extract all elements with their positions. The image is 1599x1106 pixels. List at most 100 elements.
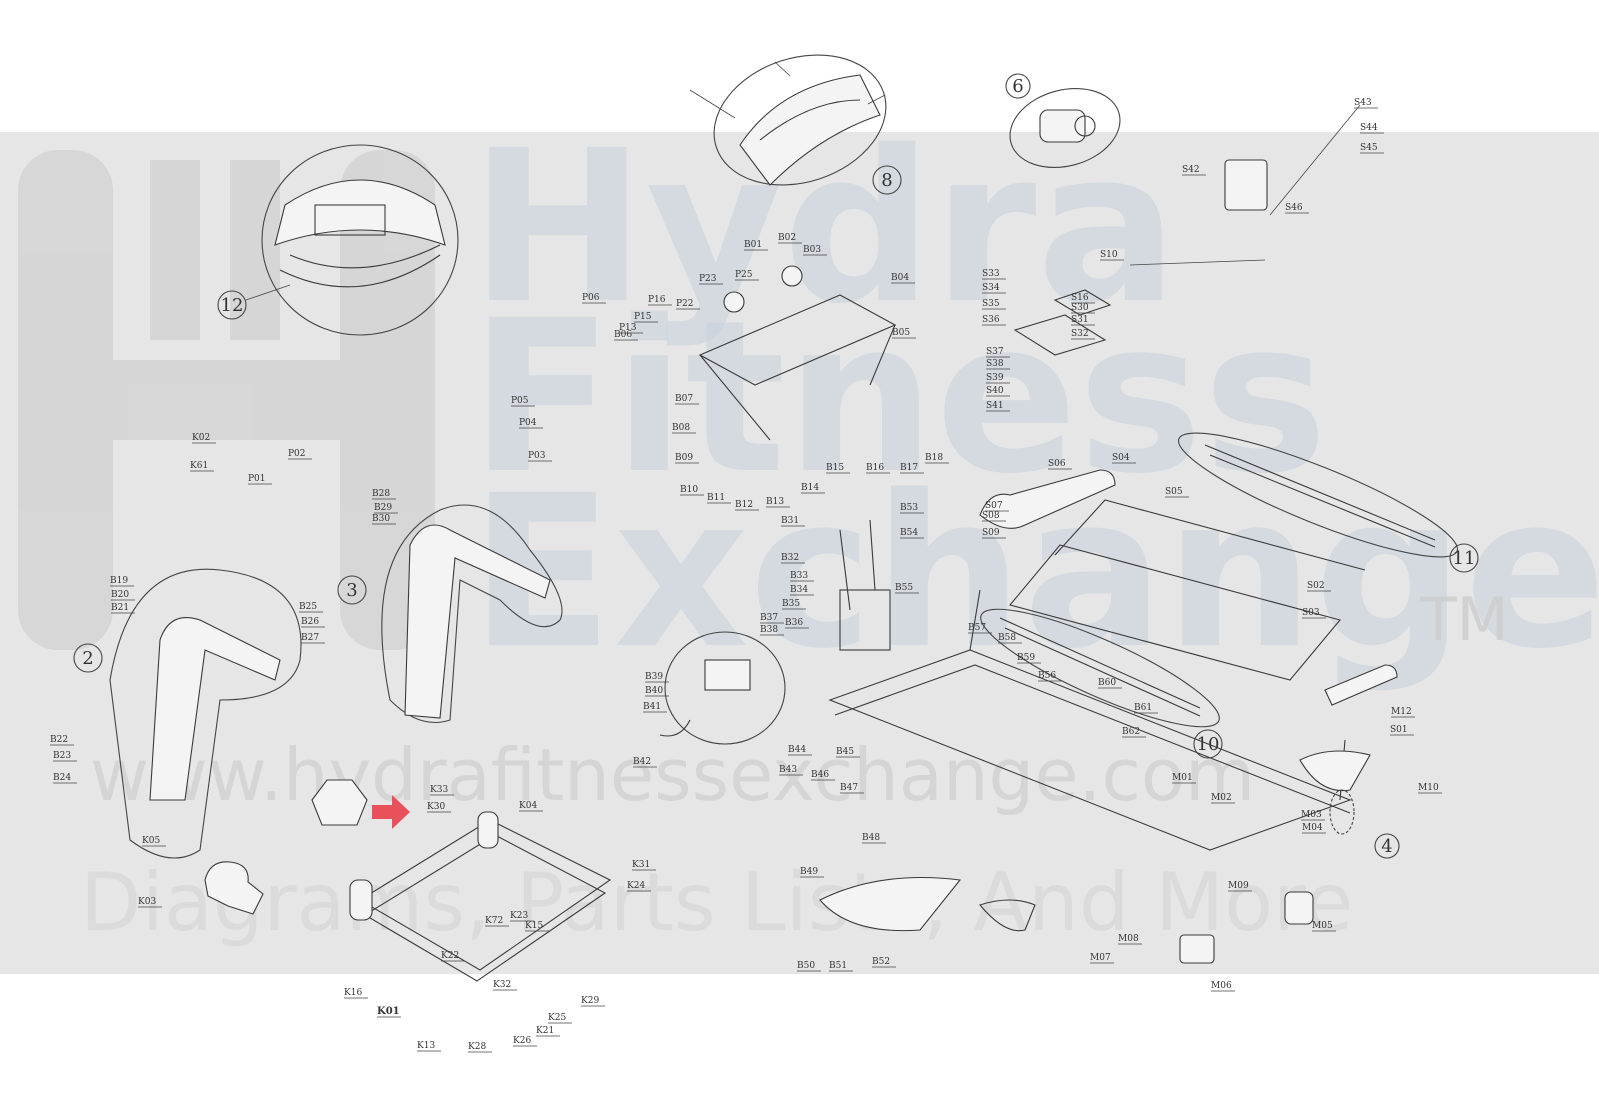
part-label: S02 (1307, 581, 1325, 591)
part-label: B45 (836, 747, 854, 757)
callout-2-circle (73, 643, 103, 673)
part-label: B61 (1134, 703, 1152, 713)
part-label: B38 (760, 625, 778, 635)
rear-roller (1324, 664, 1398, 706)
callout-11-circle (1449, 543, 1479, 573)
part-label: B57 (968, 623, 986, 633)
watermark-line-1: Hydra (470, 105, 1178, 350)
part-label: B24 (53, 773, 71, 783)
part-label: B54 (900, 528, 918, 538)
callout-4: 4 (1381, 836, 1392, 857)
main-frame-assembly (828, 589, 1352, 851)
part-label: B06 (614, 330, 632, 340)
part-label: P16 (648, 295, 666, 305)
part-label: S43 (1354, 98, 1372, 108)
front-roller (979, 469, 1116, 529)
part-label: S31 (1071, 315, 1089, 325)
motor-hood-assembly (689, 54, 887, 186)
callout-8-circle (872, 165, 902, 195)
part-label: B01 (744, 240, 762, 250)
part-label: K15 (525, 921, 543, 931)
part-label: K61 (190, 461, 208, 471)
part-label: K26 (513, 1036, 531, 1046)
part-label: K03 (138, 897, 156, 907)
part-label: B42 (633, 757, 651, 767)
part-label: M06 (1211, 981, 1232, 991)
watermark-logo-icon (18, 150, 435, 650)
part-label: K33 (430, 785, 448, 795)
side-rail-left (980, 608, 1220, 728)
part-label: S44 (1360, 123, 1378, 133)
part-label: B52 (872, 957, 890, 967)
part-label: B47 (840, 783, 858, 793)
part-label: B15 (826, 463, 844, 473)
part-label: B56 (1038, 671, 1056, 681)
part-label: M02 (1211, 793, 1232, 803)
part-label: M08 (1118, 934, 1139, 944)
part-label: B23 (53, 751, 71, 761)
watermark-tagline: Diagrams, Parts Lists, And More (80, 856, 1353, 949)
part-label: B18 (925, 453, 943, 463)
part-label: M04 (1302, 823, 1323, 833)
part-label: K28 (468, 1042, 486, 1052)
part-label: B07 (675, 394, 693, 404)
part-label: B59 (1017, 653, 1035, 663)
part-label: B25 (299, 602, 317, 612)
highlight-arrow-icon (372, 795, 410, 829)
part-label: B28 (372, 489, 390, 499)
right-upright-assembly (381, 504, 563, 724)
part-label: B35 (782, 599, 800, 609)
incline-motor (1284, 891, 1314, 925)
part-label: P25 (735, 270, 753, 280)
part-label: S41 (986, 401, 1004, 411)
part-label: B02 (778, 233, 796, 243)
part-label: B14 (801, 483, 819, 493)
part-label: K01 (377, 1006, 400, 1017)
part-label: P23 (699, 274, 717, 284)
part-label: P06 (582, 293, 600, 303)
part-label: B55 (895, 583, 913, 593)
callout-10-circle (1193, 729, 1223, 759)
part-label: K24 (627, 881, 645, 891)
part-label: S46 (1285, 203, 1303, 213)
part-label: S38 (986, 359, 1004, 369)
part-label: M07 (1090, 953, 1111, 963)
electronics-assembly (659, 519, 891, 745)
part-label: K05 (142, 836, 160, 846)
part-label: K22 (441, 951, 459, 961)
part-label: B08 (672, 423, 690, 433)
part-label: B39 (645, 672, 663, 682)
callout-12-circle (217, 290, 247, 320)
part-label: K23 (510, 911, 528, 921)
part-label: B13 (766, 497, 784, 507)
part-label: P22 (676, 299, 694, 309)
callout-3: 3 (346, 580, 357, 601)
part-label: S39 (986, 373, 1004, 383)
part-label: M01 (1172, 773, 1193, 783)
part-label: S37 (986, 347, 1004, 357)
part-label: M03 (1301, 810, 1322, 820)
part-label: K21 (536, 1026, 554, 1036)
upper-right-bracket-assembly (1013, 104, 1361, 356)
part-label: B40 (645, 686, 663, 696)
deck-board (1009, 499, 1366, 681)
console-frame-assembly (698, 265, 897, 441)
part-label: B37 (760, 613, 778, 623)
part-label: B33 (790, 571, 808, 581)
callout-6-circle (1005, 73, 1031, 99)
part-label: B22 (50, 735, 68, 745)
callout-4-circle (1374, 833, 1400, 859)
left-upright-assembly (109, 568, 302, 859)
part-label: P02 (288, 449, 306, 459)
part-label: P04 (519, 418, 537, 428)
callout-8: 8 (881, 170, 892, 191)
part-label: B49 (800, 867, 818, 877)
part-label: S40 (986, 386, 1004, 396)
part-label: B46 (811, 770, 829, 780)
watermark-line-2: Fitness (470, 275, 1328, 520)
callout-3-circle (337, 575, 367, 605)
part-label: P13 (619, 323, 637, 333)
part-label: B16 (866, 463, 884, 473)
part-label: B29 (374, 503, 392, 513)
part-label: S05 (1165, 487, 1183, 497)
